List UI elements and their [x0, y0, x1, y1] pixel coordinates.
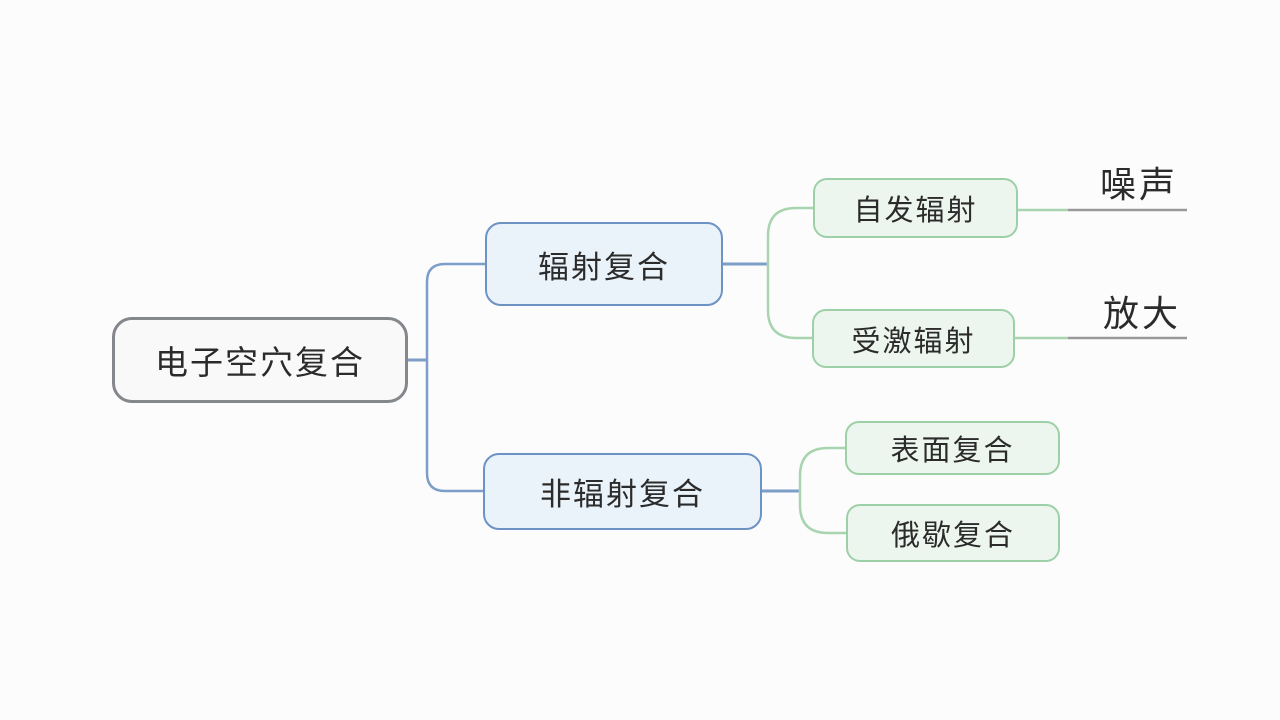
connector-nonradiative-auger — [798, 491, 846, 535]
node-electron-hole-recombination[interactable]: 电子空穴复合 — [112, 317, 408, 403]
connector-nonradiative-surface — [798, 446, 845, 491]
node-label: 受激辐射 — [851, 325, 976, 358]
node-label: 表面复合 — [890, 435, 1015, 467]
node-label: 俄歇复合 — [890, 520, 1015, 552]
node-surface-recombination[interactable]: 表面复合 — [845, 421, 1060, 475]
node-label: 自发辐射 — [853, 195, 978, 227]
connector-root-radiative — [425, 262, 485, 360]
node-auger-recombination[interactable]: 俄歇复合 — [846, 504, 1060, 562]
node-nonradiative-recombination[interactable]: 非辐射复合 — [483, 453, 762, 530]
leaf-amplification[interactable]: 放大 — [1103, 293, 1182, 334]
connector-radiative-spontaneous — [766, 206, 813, 264]
node-label: 辐射复合 — [538, 249, 670, 285]
leaf-noise[interactable]: 噪声 — [1100, 164, 1179, 205]
node-spontaneous-emission[interactable]: 自发辐射 — [813, 178, 1018, 238]
connector-radiative-stimulated — [766, 264, 812, 340]
node-label: 电子空穴复合 — [155, 344, 365, 381]
node-radiative-recombination[interactable]: 辐射复合 — [485, 222, 723, 306]
connector-root-nonradiative — [425, 360, 483, 493]
node-label: 非辐射复合 — [540, 477, 705, 512]
node-stimulated-emission[interactable]: 受激辐射 — [812, 309, 1015, 368]
